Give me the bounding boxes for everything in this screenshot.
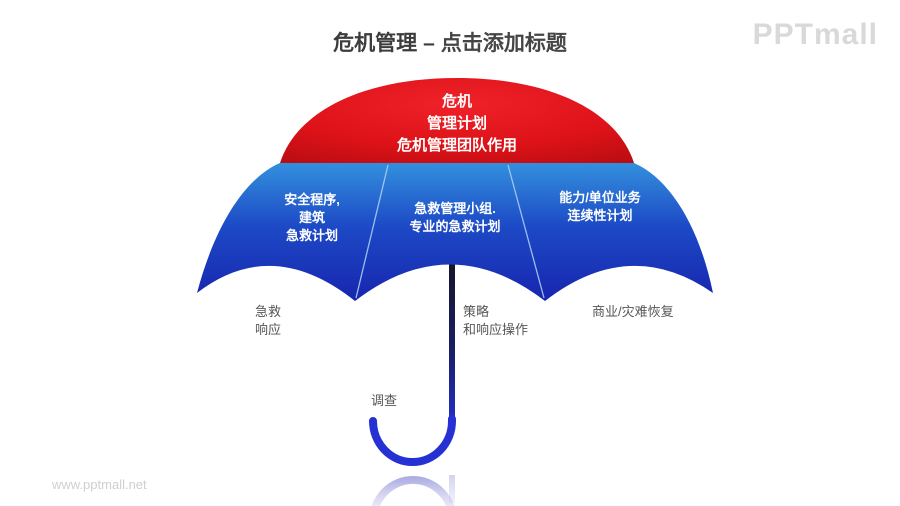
callout-line: 和响应操作: [463, 322, 529, 337]
dome-line: 危机管理团队作用: [396, 137, 517, 154]
title-main: 危机管理: [333, 32, 418, 55]
rib-left: [355, 164, 389, 299]
page-title: 危机管理–点击添加标题: [0, 27, 900, 57]
panel-line: 建筑: [298, 210, 325, 225]
rib-right: [507, 164, 545, 299]
panel-line: 连续性计划: [567, 208, 633, 223]
callout-line: 响应: [255, 322, 282, 337]
panel-text-middle: 急救管理小组. 专业的急救计划: [385, 200, 525, 236]
panel-line: 急救计划: [285, 228, 338, 243]
panel-line: 专业的急救计划: [409, 219, 501, 234]
panel-text-right: 能力/单位业务 连续性计划: [530, 189, 670, 225]
title-dash: –: [423, 32, 435, 55]
callout-line: 商业/灾难恢复: [592, 304, 674, 319]
pptmall-logo: PPTmall: [752, 18, 878, 51]
hook-reflection: [371, 476, 455, 506]
callout-strategy-operations: 策略 和响应操作: [463, 303, 528, 339]
panel-line: 能力/单位业务: [559, 190, 641, 205]
dome-line: 危机: [441, 93, 472, 110]
callout-line: 急救: [255, 304, 282, 319]
callout-line: 策略: [463, 304, 490, 319]
watermark-url: www.pptmall.net: [52, 477, 147, 492]
title-placeholder: 点击添加标题: [440, 32, 567, 55]
panel-line: 急救管理小组.: [414, 201, 496, 216]
callout-business-recovery: 商业/灾难恢复: [592, 303, 674, 321]
panel-text-left: 安全程序, 建筑 急救计划: [251, 191, 373, 245]
callout-line: 调查: [371, 393, 398, 408]
canopy-blue: [197, 163, 713, 301]
dome-text: 危机 管理计划 危机管理团队作用: [357, 91, 557, 157]
umbrella-hook: [369, 415, 456, 466]
callout-emergency-response: 急救 响应: [255, 303, 281, 339]
callout-investigation: 调查: [371, 392, 397, 410]
dome-red: [280, 78, 634, 163]
dome-line: 管理计划: [426, 115, 487, 132]
panel-line: 安全程序,: [284, 192, 340, 207]
